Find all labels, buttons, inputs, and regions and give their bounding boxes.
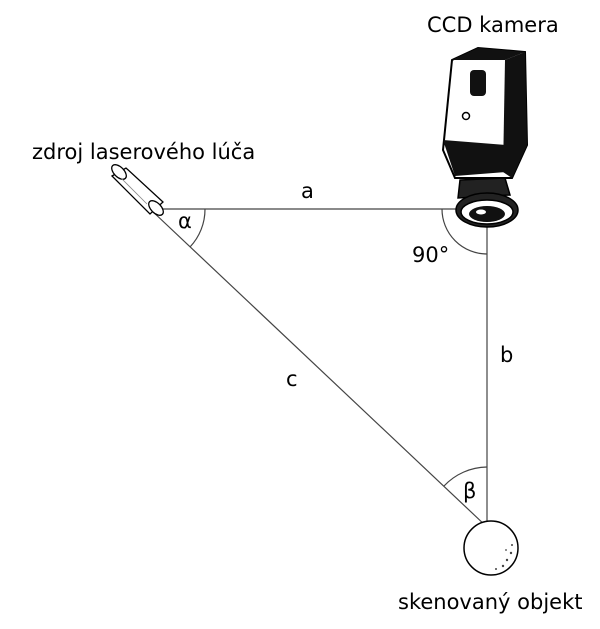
angle-right-arc (441, 208, 488, 255)
camera-label: CCD kamera (427, 13, 559, 37)
side-a-label: a (301, 179, 314, 203)
side-c-line (149, 208, 488, 528)
ccd-camera-icon (441, 46, 529, 228)
side-c-label: c (286, 367, 298, 391)
object-label: skenovaný objekt (398, 590, 582, 614)
laser-source-label: zdroj laserového lúča (32, 140, 255, 164)
angle-beta-label: β (463, 479, 476, 503)
angle-beta-arc (443, 466, 488, 487)
angle-alpha-label: α (178, 209, 192, 233)
side-b-label: b (500, 343, 513, 367)
scanned-object-icon (463, 520, 519, 576)
angle-alpha-arc (189, 208, 206, 248)
angle-right-label: 90° (412, 243, 449, 267)
laser-source-icon (110, 164, 164, 216)
